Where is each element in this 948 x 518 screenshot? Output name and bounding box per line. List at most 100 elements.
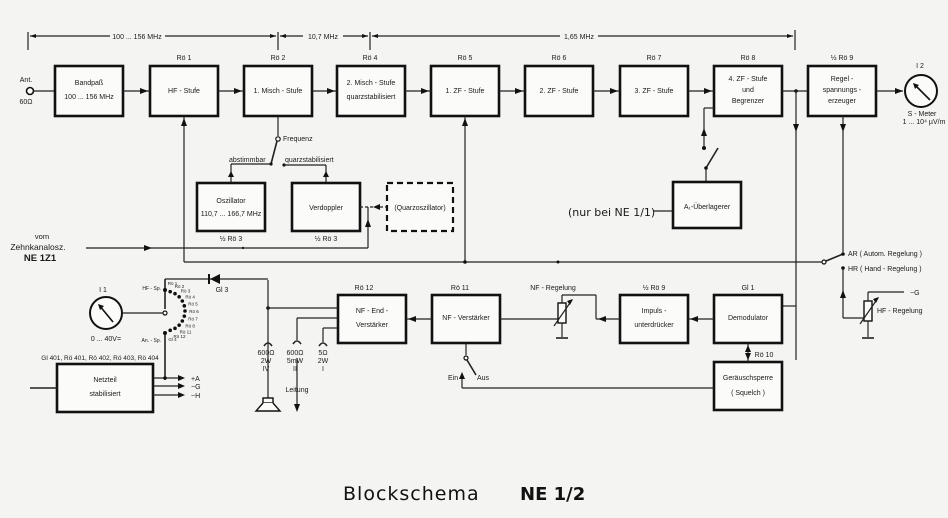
svg-text:½ Rö 9: ½ Rö 9 — [831, 54, 854, 62]
svg-text:1 ... 10⁴ µV/m: 1 ... 10⁴ µV/m — [903, 119, 946, 126]
svg-text:2. Misch - Stufe: 2. Misch - Stufe — [347, 80, 396, 87]
selector-contact-label: Rö 3 — [181, 288, 191, 293]
svg-text:( Squelch ): ( Squelch ) — [731, 390, 765, 397]
block-if1: Rö 5 1. ZF - Stufe — [429, 55, 501, 118]
svg-text:5Ω: 5Ω — [318, 350, 327, 357]
svg-text:Gl 401, Rö 401, Rö 402, Rö 403: Gl 401, Rö 401, Rö 402, Rö 403, Rö 404 — [41, 355, 159, 362]
selector-contact — [177, 295, 181, 299]
selector-contact-label: Rö 2 — [175, 284, 185, 289]
svg-text:Verdoppler: Verdoppler — [309, 205, 344, 212]
svg-text:Rö 7: Rö 7 — [647, 55, 662, 62]
voltmeter-i1: I 1 0 ... 40V= — [89, 287, 163, 343]
svg-text:HF - Sp.: HF - Sp. — [142, 286, 161, 292]
diagram-title: Blockschema NE 1/2 — [343, 483, 585, 505]
band-label-if1: 10,7 MHz — [308, 34, 338, 41]
diode-gl3: Gl 3 — [165, 274, 268, 294]
title-model: NE 1/2 — [520, 484, 585, 505]
svg-text:Verstärker: Verstärker — [356, 322, 389, 329]
selector-contact — [168, 289, 172, 294]
selector-contact-label: Rö 6 — [189, 309, 199, 314]
external-input-ten-channel-osc: vom Zehnkanalosz. NE 1Z1 — [10, 232, 368, 264]
svg-text:IV: IV — [263, 366, 270, 373]
svg-text:und: und — [742, 87, 754, 94]
svg-text:−G: −G — [910, 290, 920, 297]
selector-contact — [182, 314, 187, 318]
selector-contact — [180, 319, 185, 323]
svg-text:AR ( Autom. Regelung ): AR ( Autom. Regelung ) — [848, 251, 922, 258]
selector-contact-label: Rö 5 — [188, 301, 198, 306]
signal-chain-connections — [123, 88, 903, 94]
svg-text:Ant.: Ant. — [20, 77, 33, 84]
svg-text:Gl 3: Gl 3 — [216, 287, 229, 294]
svg-text:HF - Regelung: HF - Regelung — [877, 308, 923, 315]
svg-text:2. ZF - Stufe: 2. ZF - Stufe — [540, 88, 579, 95]
block-if4-limiter: Rö 8 4. ZF - Stufe und Begrenzer — [712, 55, 784, 118]
svg-text:½ Rö 3: ½ Rö 3 — [220, 235, 243, 243]
block-bfo: A₁-Überlagerer (nur bei NE 1/1) — [568, 180, 743, 230]
svg-text:An. - Sp.: An. - Sp. — [142, 338, 161, 344]
svg-text:HR ( Hand - Regelung ): HR ( Hand - Regelung ) — [848, 266, 922, 273]
svg-text:Rö 11: Rö 11 — [451, 285, 469, 292]
svg-text:−G: −G — [191, 384, 201, 391]
selector-contact-label: Rö 4 — [185, 295, 195, 300]
svg-text:(nur bei NE 1/1): (nur bei NE 1/1) — [568, 206, 655, 219]
svg-text:Netzteil: Netzteil — [93, 377, 117, 384]
svg-text:Bandpaß: Bandpaß — [75, 80, 103, 87]
svg-text:3. ZF - Stufe: 3. ZF - Stufe — [635, 88, 674, 95]
meter-selector-switch: HF - Sp. An. - Sp. Rö 1Rö 2Rö 3 Rö 4Rö 5 R… — [142, 279, 199, 380]
frequency-switch: Frequenz abstimmbar quarzstabilisiert — [228, 116, 334, 183]
svg-text:5mW: 5mW — [287, 358, 304, 365]
svg-text:Rö 4: Rö 4 — [363, 55, 378, 62]
antenna-input: Ant. 60Ω — [19, 77, 55, 106]
svg-text:HF - Stufe: HF - Stufe — [168, 88, 200, 95]
svg-text:unterdrücker: unterdrücker — [634, 322, 674, 329]
af-chain-connections — [406, 294, 751, 389]
svg-text:Impuls -: Impuls - — [642, 308, 668, 315]
speaker-icon — [254, 397, 282, 412]
svg-text:110,7 ... 166,7 MHz: 110,7 ... 166,7 MHz — [201, 211, 262, 218]
selector-contact-label: Rö 12 — [173, 334, 186, 339]
block-if3: Rö 7 3. ZF - Stufe — [618, 55, 690, 118]
svg-text:+A: +A — [191, 376, 200, 383]
block-doubler: Verdoppler ½ Rö 3 — [290, 181, 362, 243]
svg-text:vom: vom — [35, 232, 49, 241]
svg-text:erzeuger: erzeuger — [828, 98, 856, 105]
svg-text:Gl 1: Gl 1 — [742, 285, 755, 292]
audio-outputs: 600Ω 2W IV 600Ω 5mW II 5Ω 2W I Leitung — [258, 280, 338, 412]
selector-contact — [177, 323, 181, 327]
svg-text:A₁-Überlagerer: A₁-Überlagerer — [684, 203, 731, 211]
block-af-amp: Rö 11 NF - Verstärker — [430, 285, 502, 345]
svg-text:Rö 2: Rö 2 — [271, 55, 286, 62]
block-demodulator: Gl 1 Demodulator — [712, 285, 784, 345]
svg-text:0 ... 40V=: 0 ... 40V= — [91, 336, 121, 343]
title-main: Blockschema — [343, 483, 480, 505]
squelch-on-off-switch: Ein Aus — [448, 343, 490, 382]
control-lines — [181, 91, 846, 360]
svg-text:1. ZF - Stufe: 1. ZF - Stufe — [446, 88, 485, 95]
selector-contact-label: Rö 11 — [180, 330, 192, 335]
block-af-power-amp: Rö 12 NF - End - Verstärker — [336, 285, 408, 345]
svg-text:stabilisiert: stabilisiert — [89, 391, 120, 398]
svg-text:60Ω: 60Ω — [19, 99, 32, 106]
svg-text:I: I — [322, 366, 324, 373]
selector-contact — [173, 291, 177, 296]
block-mixer1: Rö 2 1. Misch - Stufe — [242, 55, 314, 118]
svg-text:NF - Verstärker: NF - Verstärker — [442, 315, 490, 322]
svg-text:Rö 8: Rö 8 — [741, 55, 756, 62]
selector-contact-label: Rö 1 — [168, 281, 178, 286]
svg-text:~H: ~H — [191, 393, 200, 400]
block-oscillator: Oszillator 110,7 ... 166,7 MHz ½ Rö 3 — [195, 181, 267, 243]
svg-text:Zehnkanalosz.: Zehnkanalosz. — [10, 242, 65, 252]
svg-text:abstimmbar: abstimmbar — [229, 157, 266, 164]
svg-text:2W: 2W — [261, 358, 272, 365]
selector-contact-label: Rö 7 — [188, 317, 198, 322]
svg-text:Rö 1: Rö 1 — [177, 55, 192, 62]
block-hf-stage: Rö 1 HF - Stufe — [148, 55, 220, 118]
svg-text:NE 1Z1: NE 1Z1 — [24, 253, 57, 264]
svg-text:1. Misch - Stufe: 1. Misch - Stufe — [254, 88, 303, 95]
svg-text:600Ω: 600Ω — [258, 350, 275, 357]
svg-text:Begrenzer: Begrenzer — [732, 98, 765, 105]
selector-contact — [168, 328, 172, 333]
block-agc-generator: ½ Rö 9 Regel - spannungs - erzeuger — [806, 54, 878, 118]
